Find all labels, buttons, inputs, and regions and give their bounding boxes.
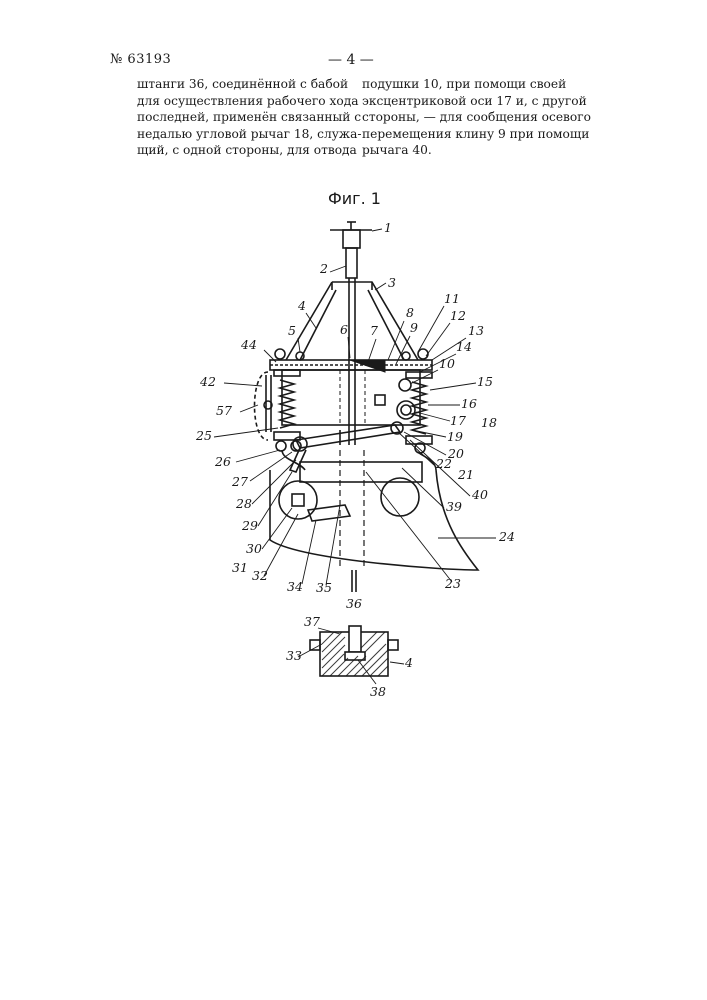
ref-label: 17 xyxy=(450,413,466,428)
ref-label: 13 xyxy=(468,323,484,338)
ref-label: 23 xyxy=(444,576,461,591)
ref-label: 1 xyxy=(384,220,392,235)
rod xyxy=(346,248,357,445)
ref-label: 3 xyxy=(388,275,396,290)
ref-label: 37 xyxy=(304,614,320,629)
ref-label: 12 xyxy=(450,308,466,323)
crossbar xyxy=(270,349,432,372)
lever xyxy=(290,422,403,472)
ref-label: 4 xyxy=(404,655,413,670)
ref-label: 39 xyxy=(446,499,462,514)
ref-label: 8 xyxy=(406,305,414,320)
ref-label: 34 xyxy=(287,579,303,594)
ref-label: 27 xyxy=(231,474,248,489)
ref-label: 15 xyxy=(477,374,493,389)
ref-label: 25 xyxy=(195,428,212,443)
lower-stem xyxy=(352,570,356,592)
ref-label: 14 xyxy=(456,339,472,354)
ref-label: 40 xyxy=(471,487,488,502)
ref-label: 42 xyxy=(199,374,216,389)
ref-label: 57 xyxy=(216,403,232,418)
ref-label: 32 xyxy=(252,568,268,583)
ref-label: 9 xyxy=(410,320,418,335)
ref-label: 26 xyxy=(214,454,231,469)
ref-label: 35 xyxy=(316,580,332,595)
ref-label: 24 xyxy=(498,529,515,544)
ref-label: 30 xyxy=(246,541,262,556)
ref-label: 2 xyxy=(319,261,328,276)
ref-label: 18 xyxy=(481,415,497,430)
housing xyxy=(282,370,420,425)
ref-label: 6 xyxy=(340,322,348,337)
ref-label: 28 xyxy=(235,496,252,511)
ref-label: 5 xyxy=(288,323,296,338)
ref-label: 38 xyxy=(370,684,386,699)
ref-label: 11 xyxy=(444,291,460,306)
ref-label: 4 xyxy=(297,298,306,313)
ref-label: 19 xyxy=(447,429,463,444)
ref-label: 31 xyxy=(232,560,248,575)
yoke-frame xyxy=(286,282,418,360)
ref-label: 29 xyxy=(241,518,258,533)
top-knob xyxy=(330,222,372,248)
ref-label: 44 xyxy=(240,337,257,352)
ref-label: 21 xyxy=(457,467,474,482)
ref-label: 33 xyxy=(286,648,302,663)
left-spring xyxy=(274,370,301,451)
ref-label: 36 xyxy=(346,596,362,611)
ref-label: 22 xyxy=(435,456,452,471)
ref-label: 7 xyxy=(370,323,378,338)
bottom-block xyxy=(310,626,398,676)
ref-label: 16 xyxy=(461,396,477,411)
